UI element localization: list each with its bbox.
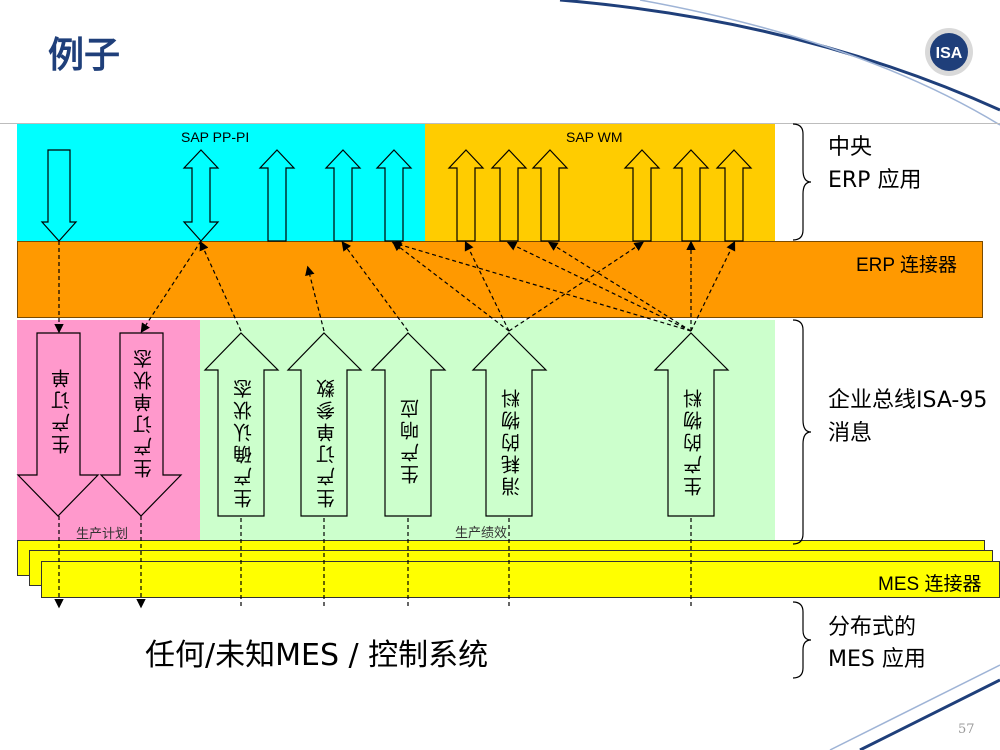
erp-connector-label: ERP 连接器 (856, 255, 958, 276)
sap-up-arrow-3 (375, 149, 413, 242)
msg-arrow-material-produced (653, 332, 730, 517)
wm-up-arrow-2 (490, 149, 528, 242)
sap-updown-arrow (182, 149, 220, 242)
page-number: 57 (958, 722, 975, 737)
msg-arrow-response (370, 332, 447, 517)
enterprise-bus-label-line1: 企业总线ISA-95 (828, 388, 988, 413)
wm-up-arrow-3 (531, 149, 569, 242)
mes-connector-bar-front (41, 561, 1000, 598)
sap-up-arrow-2 (324, 149, 362, 242)
msg-label-material-produced: 生产的物料 (683, 386, 705, 496)
msg-label-response: 生产响应 (400, 396, 422, 484)
msg-arrow-prod-order-status (99, 332, 183, 517)
isa-logo: ISA (925, 28, 973, 76)
enterprise-bus-label-line2: 消息 (828, 421, 873, 446)
msg-label-material-consumed: 消耗的物料 (501, 386, 523, 496)
msg-label-prod-order: 生产订单 (51, 366, 73, 454)
msg-arrow-prod-order (16, 332, 100, 517)
svg-text:ISA: ISA (936, 45, 963, 62)
sap-up-arrow-1 (258, 149, 296, 242)
msg-label-confirm-status: 生产确认状态 (233, 376, 255, 508)
wm-up-arrow-4 (623, 149, 661, 242)
wm-up-arrow-1 (447, 149, 485, 242)
wm-up-arrow-6 (715, 149, 753, 242)
wm-up-arrow-5 (672, 149, 710, 242)
brace-bus (792, 319, 812, 545)
production-plan-zone (17, 320, 200, 540)
production-performance-label: 生产绩效 (455, 525, 508, 540)
central-erp-label-line1: 中央 (828, 135, 873, 160)
production-performance-zone (200, 320, 775, 540)
control-system-label: 任何/未知MES / 控制系统 (145, 638, 489, 673)
sap-pp-zone (17, 124, 425, 241)
msg-label-prod-order-status: 生产订单状态 (133, 346, 155, 478)
page-title: 例子 (48, 35, 121, 76)
sap-down-arrow (40, 149, 78, 242)
msg-arrow-material-consumed (471, 332, 548, 517)
mes-connector-label: MES 连接器 (878, 574, 982, 595)
sap-wm-zone (425, 124, 775, 241)
distributed-mes-label-line2: MES 应用 (828, 647, 926, 672)
sap-pp-label: SAP PP-PI (181, 129, 250, 145)
msg-arrow-order-params (286, 332, 363, 517)
msg-label-order-params: 生产订单参数 (316, 376, 338, 508)
production-plan-label: 生产计划 (76, 526, 129, 541)
sap-wm-label: SAP WM (566, 129, 623, 145)
central-erp-label-line2: ERP 应用 (828, 168, 922, 193)
brace-mes (792, 601, 812, 679)
header-rule (0, 123, 1000, 124)
msg-arrow-confirm-status (203, 332, 280, 517)
distributed-mes-label-line1: 分布式的 (828, 615, 917, 640)
brace-erp (792, 123, 812, 241)
